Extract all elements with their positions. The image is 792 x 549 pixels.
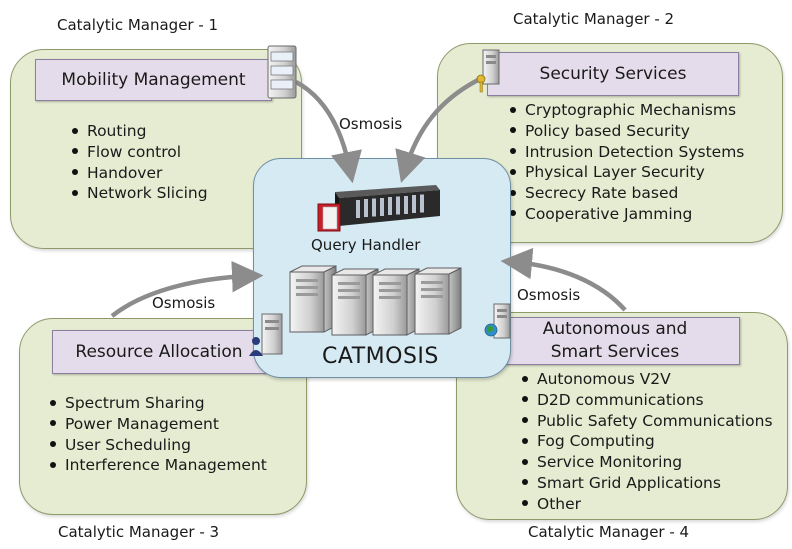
list-item: Handover <box>72 163 208 184</box>
osmosis-arrow-right <box>500 247 627 312</box>
list-item: Secrecy Rate based <box>510 183 744 204</box>
server-key-icon <box>476 49 500 93</box>
list-item: Spectrum Sharing <box>50 393 267 414</box>
autonomous-services-title: Autonomous and Smart Services <box>490 317 740 365</box>
osmosis-label-left: Osmosis <box>152 294 216 312</box>
list-item: Cooperative Jamming <box>510 204 744 225</box>
resource-allocation-title: Resource Allocation <box>52 330 266 374</box>
osmosis-arrow-top <box>294 80 362 184</box>
osmosis-arrow-top-right <box>395 78 480 183</box>
server-cluster-icon <box>289 265 462 336</box>
security-services-list: Cryptographic Mechanisms Policy based Se… <box>510 100 744 225</box>
list-item: Intrusion Detection Systems <box>510 142 744 163</box>
autonomous-services-title-line2: Smart Services <box>550 342 680 362</box>
server-globe-icon <box>484 303 511 339</box>
resource-allocation-list: Spectrum Sharing Power Management User S… <box>50 393 267 476</box>
list-item: Interference Management <box>50 455 267 476</box>
list-item: Flow control <box>72 142 208 163</box>
query-handler-label: Query Handler <box>311 236 421 254</box>
osmosis-label-right: Osmosis <box>517 286 581 304</box>
list-item: Other <box>522 494 773 515</box>
list-item: Power Management <box>50 414 267 435</box>
catalytic-manager-1-label: Catalytic Manager - 1 <box>57 16 219 34</box>
list-item: Physical Layer Security <box>510 162 744 183</box>
list-item: Policy based Security <box>510 121 744 142</box>
list-item: Autonomous V2V <box>522 369 773 390</box>
list-item: Public Safety Communications <box>522 411 773 432</box>
list-item: Service Monitoring <box>522 452 773 473</box>
list-item: Routing <box>72 121 208 142</box>
autonomous-services-title-line1: Autonomous and <box>542 319 688 339</box>
autonomous-services-list: Autonomous V2V D2D communications Public… <box>522 369 773 515</box>
catalytic-manager-3-label: Catalytic Manager - 3 <box>58 523 220 541</box>
catmosis-label: CATMOSIS <box>322 344 439 369</box>
list-item: Cryptographic Mechanisms <box>510 100 744 121</box>
list-item: Smart Grid Applications <box>522 473 773 494</box>
list-item: Fog Computing <box>522 431 773 452</box>
server-rack-icon <box>267 45 297 99</box>
osmosis-label-top: Osmosis <box>339 115 403 133</box>
mobility-management-title: Mobility Management <box>35 59 272 101</box>
list-item: D2D communications <box>522 390 773 411</box>
osmosis-arrow-left <box>110 260 264 318</box>
query-handler-icon <box>317 185 440 232</box>
list-item: User Scheduling <box>50 435 267 456</box>
mobility-management-list: Routing Flow control Handover Network Sl… <box>72 121 208 204</box>
catalytic-manager-4-label: Catalytic Manager - 4 <box>528 523 690 541</box>
list-item: Network Slicing <box>72 183 208 204</box>
catalytic-manager-2-label: Catalytic Manager - 2 <box>513 10 675 28</box>
server-user-icon <box>249 313 283 356</box>
security-services-title: Security Services <box>487 52 739 96</box>
